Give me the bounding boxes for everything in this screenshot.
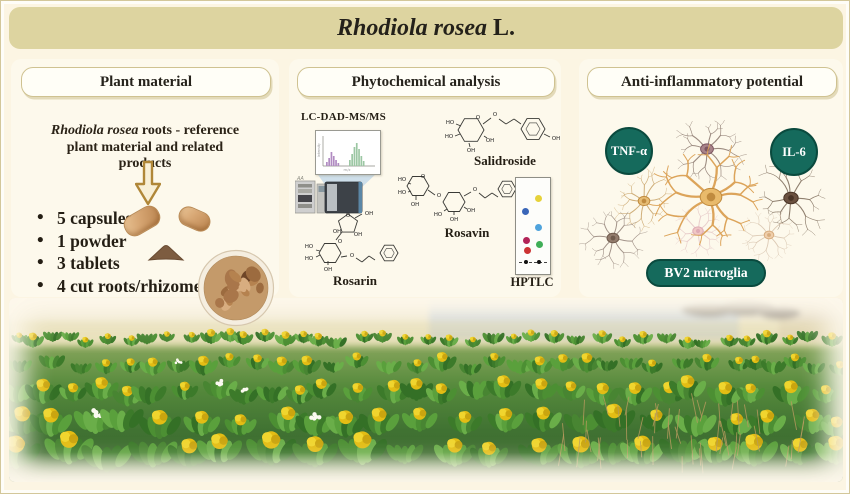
hptlc-spot xyxy=(535,224,542,231)
svg-text:O: O xyxy=(350,253,354,259)
page-title-suffix: L. xyxy=(487,14,516,41)
hptlc-origin-spot xyxy=(537,260,541,264)
svg-text:O: O xyxy=(346,213,350,219)
svg-text:OH: OH xyxy=(467,148,475,153)
svg-text:OH: OH xyxy=(467,208,475,214)
svg-text:HO: HO xyxy=(398,177,406,183)
svg-text:OH: OH xyxy=(333,229,341,235)
svg-text:HO: HO xyxy=(446,120,454,126)
bullet-text: 1 powder xyxy=(57,230,127,251)
svg-text:OH: OH xyxy=(354,232,362,238)
svg-text:HO: HO xyxy=(434,212,442,218)
svg-text:O: O xyxy=(421,174,425,180)
panel-plant-material: Plant material Rhodiola rosea roots - re… xyxy=(11,59,279,327)
species-name: Rhodiola rosea xyxy=(50,123,139,138)
roots-bowl-icon xyxy=(197,249,275,327)
instrument-mark: AA xyxy=(296,176,304,182)
description-text: roots - reference plant material and rel… xyxy=(66,123,240,171)
chromatogram-ylabel: Intensity xyxy=(317,143,321,157)
svg-text:HO: HO xyxy=(398,190,406,196)
list-item: 1 powder xyxy=(35,230,208,253)
hptlc-spot xyxy=(523,237,530,244)
bullet-list: 5 capsules 1 powder 3 tablets 4 cut root… xyxy=(35,207,208,297)
hptlc-origin-spot xyxy=(524,260,528,264)
rhodiola-field-photo xyxy=(9,298,843,482)
svg-text:OH: OH xyxy=(324,267,332,273)
method-label: LC-DAD-MS/MS xyxy=(301,111,386,123)
bullet-text: 3 tablets xyxy=(57,253,120,273)
svg-text:OH: OH xyxy=(552,136,560,142)
bullet-text: 4 cut roots/rhizomes xyxy=(57,275,209,296)
svg-text:OH: OH xyxy=(486,138,494,144)
svg-text:OH: OH xyxy=(411,202,419,208)
list-item: 5 capsules xyxy=(35,207,208,230)
hptlc-spot xyxy=(524,247,531,254)
compound-label: Rosarin xyxy=(332,273,378,288)
svg-text:HO: HO xyxy=(305,244,313,250)
hptlc-spot xyxy=(535,195,542,202)
plant-material-description: Rhodiola rosea roots - reference plant m… xyxy=(42,123,248,173)
svg-text:OH: OH xyxy=(365,211,373,217)
hptlc-baseline xyxy=(519,262,547,263)
compound-label: Rosavin xyxy=(444,225,490,240)
title-banner: Rhodiola rosea L. xyxy=(9,7,843,49)
plant-material-header: Plant material xyxy=(21,67,271,97)
il6-badge: IL-6 xyxy=(770,128,818,176)
lc-ms-instrument-icon: AA xyxy=(294,176,365,214)
page-title: Rhodiola rosea xyxy=(336,14,487,41)
tnf-alpha-badge: TNF-α xyxy=(605,127,653,175)
compound-label: Salidroside xyxy=(474,153,536,168)
bullet-text: 5 capsules xyxy=(57,208,133,228)
svg-text:O: O xyxy=(493,112,497,118)
hptlc-spot xyxy=(536,241,543,248)
bv2-microglia-badge: BV2 microglia xyxy=(646,259,766,287)
list-item: 3 tablets xyxy=(35,252,208,275)
field-plants-illustration xyxy=(9,298,843,474)
down-arrow-icon xyxy=(134,160,162,206)
svg-text:OH: OH xyxy=(450,217,458,223)
powder-pile-icon xyxy=(147,243,185,261)
panel-anti-inflammatory: Anti-inflammatory potential TNF-α IL-6 B… xyxy=(579,59,843,297)
svg-text:HO: HO xyxy=(445,134,453,140)
svg-text:O: O xyxy=(338,239,342,245)
anti-inflammatory-header: Anti-inflammatory potential xyxy=(587,67,837,97)
panel-phytochemical-analysis: Phytochemical analysis LC-DAD-MS/MS Inte… xyxy=(289,59,561,297)
svg-text:O: O xyxy=(437,193,441,199)
chromatogram: Intensity m/z xyxy=(315,130,381,175)
svg-text:HO: HO xyxy=(305,256,313,262)
hptlc-plate xyxy=(515,177,551,275)
phytochemical-header: Phytochemical analysis xyxy=(297,67,555,97)
hptlc-label: HPTLC xyxy=(510,275,554,289)
hptlc-spot xyxy=(522,208,529,215)
microglia-illustration xyxy=(579,120,826,269)
chromatogram-xlabel: m/z xyxy=(344,167,351,172)
svg-text:O: O xyxy=(476,115,480,121)
svg-text:O: O xyxy=(473,187,477,193)
list-item: 4 cut roots/rhizomes xyxy=(35,275,208,298)
